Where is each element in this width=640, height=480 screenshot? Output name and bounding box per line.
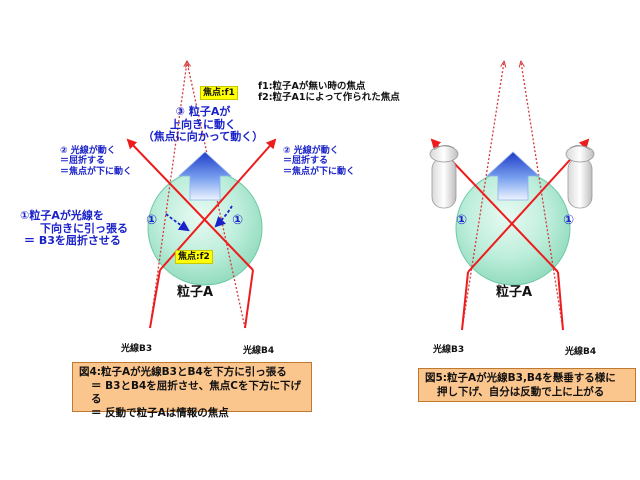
note1-line2: 下向きに引っ張る — [40, 221, 128, 235]
note-particle-pulls-ray: ①粒子Aが光線を 下向きに引っ張る ＝ B3を屈折させる — [20, 209, 128, 248]
focal-label-f1: 焦点:f1 — [200, 86, 238, 101]
ray-b3-refracted-right — [467, 138, 590, 273]
note1-line1: ①粒子Aが光線を — [20, 209, 104, 222]
note1-line3: ＝ B3を屈折させる — [24, 234, 121, 248]
pull-arrow-left — [165, 213, 190, 232]
ray-b3-incoming-left — [149, 269, 161, 329]
right-hand-icon — [565, 145, 595, 209]
note2-right-line2: ＝屈折する — [283, 156, 329, 167]
note2-left-line1: ② 光線が動く — [60, 146, 116, 156]
ray-b3-label-right: 光線B3 — [433, 345, 465, 355]
ray-b4-incoming-right — [557, 271, 564, 331]
ray-b4-refracted-left — [126, 138, 254, 271]
caption4-line1: 図4:粒子Aが光線B3とB4を下方に引っ張る — [79, 366, 287, 378]
circle-mark-1-right-b: ① — [563, 213, 575, 228]
ray-b3-label-left: 光線B3 — [121, 344, 153, 354]
circle-mark-1-right-a: ① — [456, 213, 468, 228]
ray-dotted-b4-right — [521, 62, 564, 331]
caption-figure-4: 図4:粒子Aが光線B3とB4を下方に引っ張る ＝ B3とB4を屈折させ、焦点Cを… — [72, 362, 312, 419]
circle-mark-1-left-a: ① — [146, 213, 158, 228]
particle-a-label-left: 粒子A — [177, 285, 214, 300]
caption5-line1: 図5:粒子Aが光線B3,B4を懸垂する様に — [425, 372, 616, 384]
note-particle-moves-up: ③ 粒子Aが 上向きに動く （焦点に向かって動く） — [128, 105, 278, 144]
note2-left-line3: ＝焦点が下に動く — [60, 166, 133, 177]
caption4-line2: ＝ B3とB4を屈折させ、焦点Cを下方に下げる — [91, 379, 301, 406]
upward-motion-arrow-left — [177, 151, 233, 201]
pull-arrow-right — [214, 205, 233, 228]
legend-f2: f2:粒子A1によって作られた焦点 — [258, 91, 400, 103]
upward-motion-arrow-right — [485, 151, 541, 201]
ray-b4-incoming-left — [244, 269, 254, 329]
ray-b4-label-right: 光線B4 — [565, 347, 597, 357]
caption5-line2: 押し下げ、自分は反動で上に上がる — [437, 385, 605, 398]
note3-line1: ③ 粒子Aが — [175, 105, 231, 118]
particle-a-label-right: 粒子A — [496, 285, 533, 300]
focal-label-f2: 焦点:f2 — [175, 250, 213, 265]
ray-dotted-b3-left — [149, 62, 187, 329]
legend-f1: f1:粒子Aが無い時の焦点 — [258, 81, 366, 92]
ray-b3-refracted-left — [159, 138, 277, 271]
left-hand-icon — [429, 145, 459, 209]
note-ray-moves-left: ② 光線が動く ＝屈折する ＝焦点が下に動く — [60, 146, 132, 177]
note2-left-line2: ＝屈折する — [60, 156, 106, 167]
ray-b3-incoming-right — [461, 271, 469, 331]
caption-figure-5: 図5:粒子Aが光線B3,B4を懸垂する様に 押し下げ、自分は反動で上に上がる — [418, 368, 636, 402]
ray-dotted-b3-right — [461, 62, 504, 331]
legend: f1:粒子Aが無い時の焦点 f2:粒子A1によって作られた焦点 — [258, 81, 400, 104]
note3-line2: 上向きに動く — [170, 117, 236, 131]
note2-right-line1: ② 光線が動く — [283, 146, 339, 156]
right-figure — [429, 62, 595, 331]
note3-line3: （焦点に向かって動く） — [142, 130, 264, 144]
note-ray-moves-right: ② 光線が動く ＝屈折する ＝焦点が下に動く — [283, 146, 355, 177]
note2-right-line3: ＝焦点が下に動く — [283, 166, 356, 177]
ray-b4-label-left: 光線B4 — [243, 346, 275, 356]
caption4-line3: ＝ 反動で粒子Aは情報の焦点 — [91, 406, 229, 419]
circle-mark-1-left-b: ① — [232, 213, 244, 228]
